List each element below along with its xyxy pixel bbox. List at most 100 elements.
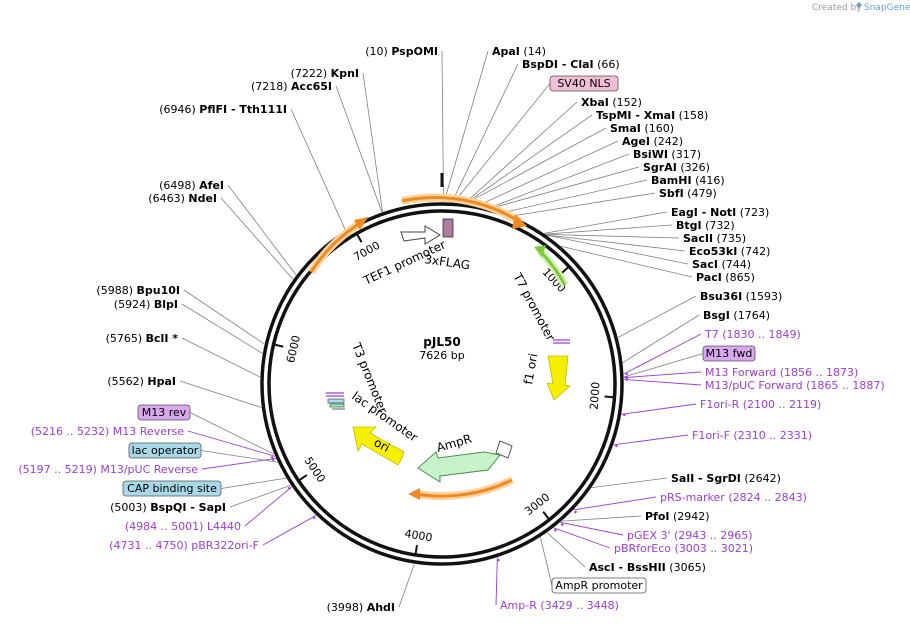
- site-line-hpai: [179, 380, 262, 408]
- primer-label-pbrforeco: pBRforEco (3003 .. 3021): [614, 542, 753, 555]
- primer-line-m13puc_fwd: [623, 378, 702, 386]
- site-label-bsu36i: Bsu36I (1593): [700, 290, 782, 303]
- box-label-lacop: lac operator: [132, 444, 199, 457]
- backbone-outer-ring: [260, 202, 624, 566]
- site-line-saci: [546, 234, 689, 265]
- primer-label-m13puc_fwd: M13/pUC Forward (1865 .. 1887): [705, 379, 885, 392]
- primer-line-f1ori_r: [621, 403, 697, 415]
- site-label-btgi: BtgI (732): [676, 219, 735, 232]
- site-line-smai: [465, 127, 607, 204]
- site-label-sacii: SacII (735): [683, 232, 746, 245]
- site-line-sgrai: [490, 166, 640, 209]
- tick-label-4000: 4000: [404, 527, 434, 544]
- flag-feature-box: [442, 218, 454, 238]
- tick-7000: [355, 233, 363, 243]
- feature-label-flag: 3xFLAG: [424, 252, 471, 272]
- primer-mark-l4440: [287, 486, 291, 490]
- site-line-ndei: [220, 197, 294, 280]
- primer-line-m13puc_rev: [201, 458, 276, 470]
- site-line-eagi: [544, 211, 668, 234]
- tick-label-7000: 7000: [351, 239, 382, 264]
- tick-label-6000: 6000: [284, 334, 303, 364]
- tick-1000: [560, 265, 570, 274]
- site-label-kpni: (7222) KpnI: [291, 67, 359, 80]
- site-line-eco53ki: [546, 234, 686, 252]
- primer-line-m13reverse: [187, 430, 276, 457]
- box-line-ampr_promoter_box: [539, 537, 553, 586]
- tef1-promoter-arrow: [400, 225, 441, 245]
- primer-line-l4440: [244, 486, 293, 527]
- feature-arc-top-glow: [401, 193, 523, 226]
- primer-mark-pbr322ori_f: [312, 516, 316, 520]
- box-line-lacop: [200, 450, 278, 463]
- primer-line-t7: [623, 333, 702, 375]
- site-line-bsiwi: [488, 153, 630, 209]
- ampr-promoter-arrow: [495, 440, 513, 459]
- site-label-bspdi: BspDI - ClaI (66): [522, 58, 620, 71]
- primer-label-f1ori_r: F1ori-R (2100 .. 2119): [700, 398, 821, 411]
- site-line-afei: [227, 184, 297, 276]
- primer-mark-m13puc_rev: [271, 458, 275, 462]
- site-label-eco53ki: Eco53kI (742): [689, 245, 770, 258]
- site-line-pflfi: [290, 108, 346, 230]
- site-label-bpu10i: (5988) Bpu10I: [96, 284, 180, 297]
- site-line-bsgi: [622, 314, 700, 364]
- plasmid-size: 7626 bp: [419, 349, 464, 362]
- primer-line-prs_marker: [573, 496, 657, 511]
- brand-name: SnapGene: [864, 3, 910, 13]
- tick-6000: [273, 343, 284, 348]
- primer-label-m13forward: M13 Forward (1856 .. 1873): [705, 366, 858, 379]
- box-line-cap: [220, 477, 287, 489]
- site-line-btgi: [545, 224, 673, 235]
- site-label-afei: (6498) AfeI: [159, 179, 224, 192]
- primer-line-pbrforeco: [553, 527, 611, 549]
- ori-arrow: [352, 426, 405, 466]
- site-label-bspqi: (5003) BspQI - SapI: [110, 501, 226, 514]
- box-m13fwd: [702, 345, 756, 362]
- backbone-inner-ring: [267, 209, 617, 559]
- primer-mark-m13reverse: [270, 455, 274, 459]
- box-ampr_promoter_box: [551, 577, 647, 594]
- site-line-apai: [443, 50, 489, 203]
- site-label-acc65i: (7218) Acc65I: [251, 80, 332, 93]
- site-line-pfoi: [561, 515, 642, 522]
- site-label-ndei: (6463) NdeI: [148, 192, 217, 205]
- site-line-sacii: [545, 233, 680, 239]
- site-label-bamhi: BamHI (416): [651, 174, 725, 187]
- site-label-blpi: (5924) BlpI: [114, 298, 178, 311]
- tick-label-3000: 3000: [522, 491, 552, 519]
- primer-leader-lines: [187, 333, 702, 606]
- site-label-pfoi: PfoI (2942): [645, 510, 710, 523]
- site-line-sbfi: [511, 192, 656, 217]
- primer-mark-pbrforeco: [553, 528, 557, 532]
- primer-label-f1ori_f: F1ori-F (2310 .. 2331): [692, 429, 812, 442]
- m13-fwd-feature-stripes: [553, 339, 570, 344]
- primer-label-m13puc_rev: (5197 .. 5219) M13/pUC Reverse: [18, 463, 198, 476]
- site-line-tspmi: [465, 114, 593, 204]
- primer-line-f1ori_f: [613, 434, 689, 446]
- box-label-m13fwd: M13 fwd: [706, 347, 753, 360]
- primer-label-t7: T7 (1830 .. 1849): [704, 328, 801, 341]
- box-line-m13rev: [189, 412, 275, 455]
- site-label-tspmi: TspMI - XmaI (158): [596, 109, 708, 122]
- site-label-ahdi: (3998) AhdI: [327, 601, 395, 614]
- feature-arc-bottom-head: [408, 488, 420, 500]
- tick-3000: [542, 511, 551, 521]
- primer-line-pgex3: [560, 521, 624, 536]
- tick-5000: [297, 474, 308, 482]
- site-label-asci: AscI - BssHII (3065): [589, 561, 706, 574]
- site-label-bcli: (5765) BclI *: [106, 332, 179, 345]
- lac-feature-stack: [326, 392, 345, 410]
- primer-line-ampr_primer: [495, 557, 498, 606]
- site-label-eagi: EagI - NotI (723): [671, 206, 769, 219]
- tick-label-5000: 5000: [301, 455, 327, 485]
- feature-label-ori: ori: [372, 435, 392, 455]
- site-label-smai: SmaI (160): [610, 122, 674, 135]
- primer-label-m13reverse: (5216 .. 5232) M13 Reverse: [31, 425, 184, 438]
- primer-mark-prs_marker: [573, 510, 578, 514]
- brand-created-by: Created by: [812, 3, 862, 13]
- box-label-m13rev: M13 rev: [142, 406, 187, 419]
- f1-ori-arrow: [546, 355, 571, 401]
- site-label-saci: SacI (744): [692, 258, 751, 271]
